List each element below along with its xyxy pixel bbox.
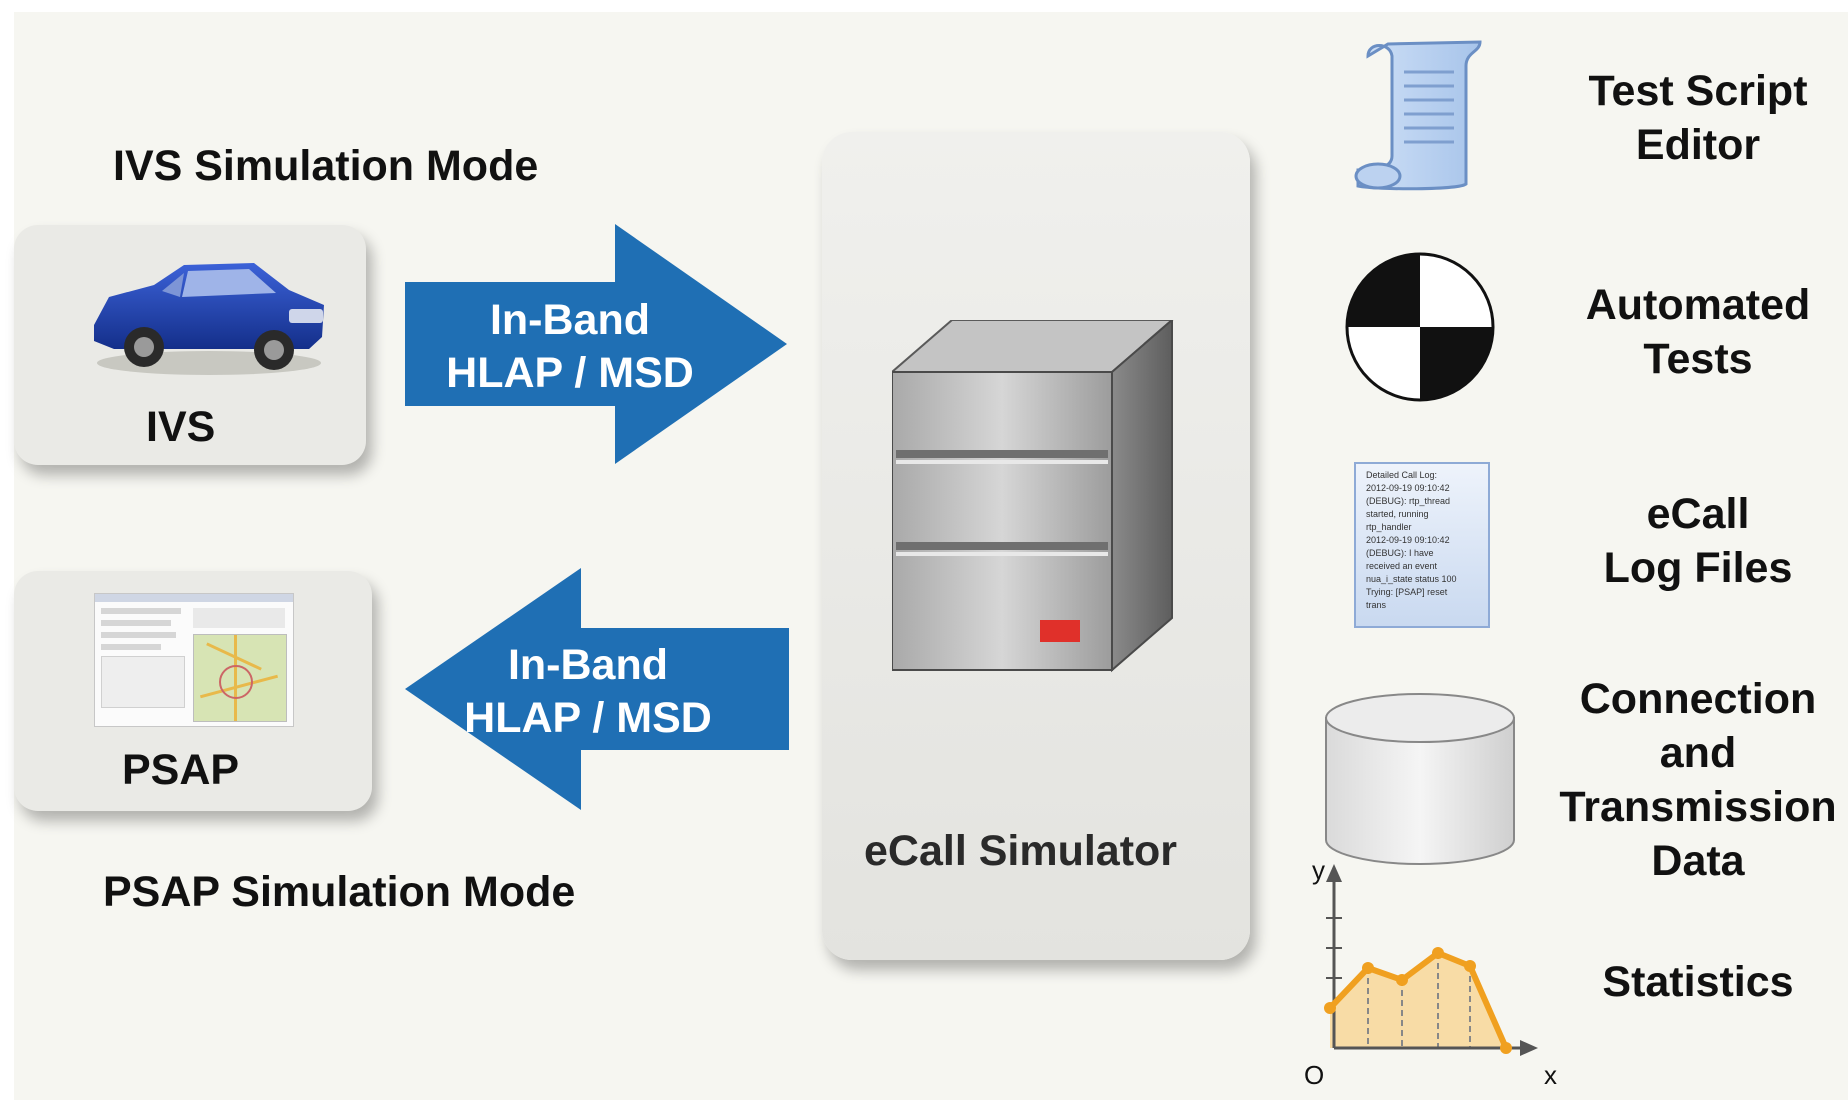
bottom-arrow-line2: HLAP / MSD — [464, 694, 712, 742]
test-target-icon — [1345, 252, 1495, 402]
automated-tests-label: Automated Tests — [1548, 278, 1848, 386]
connection-line3: Transmission — [1559, 783, 1837, 831]
log-line: nua_i_state status 100 — [1366, 574, 1457, 584]
psap-screenshot-image — [94, 593, 294, 727]
psap-label: PSAP — [122, 746, 240, 794]
test-script-line1: Test Script — [1588, 67, 1808, 115]
stats-y-axis-label: y — [1312, 855, 1325, 885]
ivs-label: IVS — [146, 403, 216, 451]
log-document-icon: Detailed Call Log: 2012-09-19 09:10:42 (… — [1354, 462, 1490, 628]
connection-line4: Data — [1651, 837, 1745, 885]
stats-x-axis-label: x — [1544, 1060, 1557, 1090]
top-arrow-line2: HLAP / MSD — [446, 349, 694, 397]
statistics-line1: Statistics — [1602, 958, 1794, 1006]
log-line: received an event — [1366, 561, 1438, 571]
connection-line1: Connection — [1579, 675, 1817, 723]
database-cylinder-icon — [1325, 693, 1515, 865]
log-line: (DEBUG): I have — [1366, 548, 1434, 558]
log-files-line2: Log Files — [1603, 544, 1793, 592]
right-arrow-shape — [405, 224, 787, 464]
log-line: started, running — [1366, 509, 1429, 519]
psap-panel: PSAP — [14, 571, 372, 811]
log-files-label: eCall Log Files — [1548, 487, 1848, 595]
top-arrow-line1: In-Band — [489, 296, 651, 344]
bottom-arrow-label: In-Band HLAP / MSD — [448, 639, 728, 745]
log-line: trans — [1366, 600, 1387, 610]
connection-line2: and — [1659, 729, 1737, 777]
statistics-chart-icon — [1324, 864, 1538, 1056]
log-line: 2012-09-19 09:10:42 — [1366, 483, 1450, 493]
log-line: Trying: [PSAP] reset — [1366, 587, 1448, 597]
psap-mode-title: PSAP Simulation Mode — [103, 868, 576, 916]
log-line: rtp_handler — [1366, 522, 1412, 532]
test-script-editor-label: Test Script Editor — [1548, 64, 1848, 172]
top-arrow-label: In-Band HLAP / MSD — [430, 294, 710, 400]
log-line: (DEBUG): rtp_thread — [1366, 496, 1451, 506]
map-thumbnail — [193, 634, 287, 722]
connection-data-label: Connection and Transmission Data — [1548, 672, 1848, 888]
log-document-text: Detailed Call Log: 2012-09-19 09:10:42 (… — [1366, 469, 1484, 612]
ivs-panel: IVS — [14, 225, 366, 465]
log-files-line1: eCall — [1646, 490, 1750, 538]
car-icon — [94, 263, 324, 375]
server-icon — [892, 320, 1174, 673]
stats-origin-label: O — [1304, 1060, 1325, 1090]
ecall-simulator-panel: eCall Simulator — [822, 132, 1250, 960]
scroll-icon — [1354, 40, 1482, 191]
statistics-label: Statistics — [1548, 955, 1848, 1009]
bottom-arrow-line1: In-Band — [507, 641, 669, 689]
log-line: 2012-09-19 09:10:42 — [1366, 535, 1450, 545]
server-indicator-light — [1040, 620, 1080, 642]
automated-tests-line2: Tests — [1643, 335, 1753, 383]
ecall-simulator-label: eCall Simulator — [864, 827, 1178, 875]
log-line: Detailed Call Log: — [1366, 470, 1438, 480]
automated-tests-line1: Automated — [1585, 281, 1811, 329]
test-script-line2: Editor — [1635, 121, 1761, 169]
ivs-mode-title: IVS Simulation Mode — [113, 142, 539, 190]
left-arrow-shape — [405, 568, 789, 810]
